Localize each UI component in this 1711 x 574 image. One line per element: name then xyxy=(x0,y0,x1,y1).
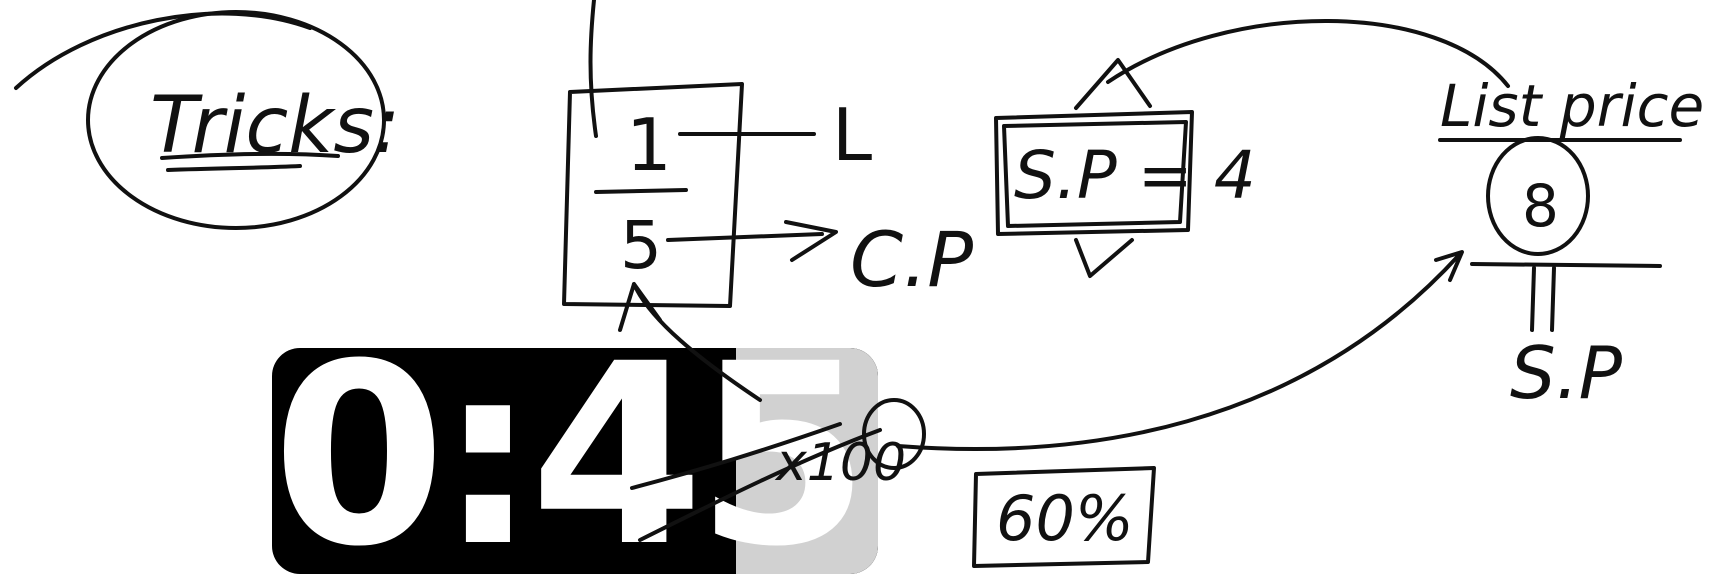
list-price-lower-bar xyxy=(1470,262,1662,268)
percent-box-text: 60% xyxy=(996,482,1134,555)
label-l: L xyxy=(832,93,872,177)
heading-arc-stroke xyxy=(14,11,312,90)
fraction-top-stroke xyxy=(588,0,598,138)
fraction-bar xyxy=(594,188,688,194)
sp-box xyxy=(994,110,1194,236)
fraction-denominator: 5 xyxy=(620,207,662,284)
sp-box-text: S.P = 4 xyxy=(1014,137,1256,214)
bottom-curve-arrow xyxy=(896,250,1464,451)
percent-box xyxy=(972,466,1156,568)
arrow-to-cp xyxy=(666,220,838,262)
sp-label: S.P xyxy=(1510,331,1623,415)
heading-underline xyxy=(160,151,340,160)
list-price-stems xyxy=(1530,266,1556,332)
heading-underline-2 xyxy=(166,164,302,172)
sp-box-tick xyxy=(1074,238,1134,278)
top-curve-arrow xyxy=(1106,19,1510,88)
list-price-value: 8 xyxy=(1522,172,1559,240)
fraction-numerator: 1 xyxy=(626,103,672,187)
sp-box-apex xyxy=(1074,58,1152,110)
countdown-timer: 0:45 xyxy=(272,348,878,574)
list-price-circle xyxy=(1486,136,1590,256)
heading-circle xyxy=(86,10,386,230)
list-price-label: List price xyxy=(1440,72,1704,140)
timer-fade-mask xyxy=(736,348,878,574)
label-cp: C.P xyxy=(850,215,973,304)
